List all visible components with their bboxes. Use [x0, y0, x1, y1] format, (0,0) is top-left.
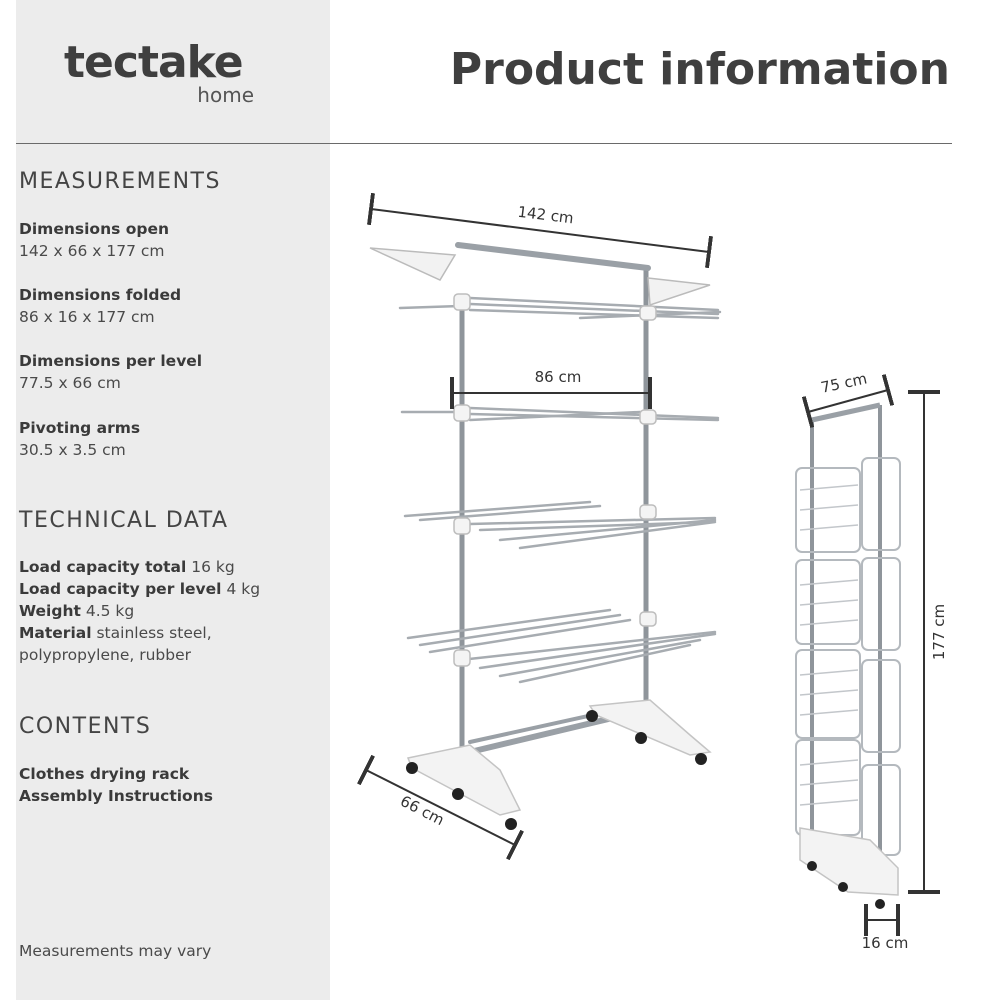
spec-label: Dimensions folded — [19, 286, 182, 304]
measurements-heading: MEASUREMENTS — [19, 169, 221, 194]
dim-label-width-folded: 75 cm — [819, 369, 868, 396]
spec-label: Dimensions open — [19, 220, 170, 238]
contents-list: Clothes drying rack Assembly Instruction… — [19, 763, 213, 807]
open-rack-drawing — [369, 242, 722, 830]
technical-heading: TECHNICAL DATA — [19, 508, 229, 533]
header-divider — [16, 143, 952, 144]
footnote: Measurements may vary — [19, 942, 212, 960]
spec-pivoting-arms: Pivoting arms 30.5 x 3.5 cm — [19, 417, 140, 461]
contents-item: Assembly Instructions — [19, 787, 213, 805]
spec-label: Material — [19, 624, 92, 642]
dimension-lines — [357, 192, 940, 936]
shelf-level-2 — [400, 406, 720, 422]
dim-label-width-open: 142 cm — [517, 203, 575, 228]
spec-value: 86 x 16 x 177 cm — [19, 308, 155, 326]
spec-value: 77.5 x 66 cm — [19, 374, 121, 392]
spec-value: 16 kg — [191, 558, 235, 576]
shelf-level-4 — [406, 608, 717, 684]
spec-material: Material stainless steel, — [19, 622, 260, 644]
dim-label-depth-folded: 16 cm — [862, 934, 909, 952]
spec-load-total: Load capacity total 16 kg — [19, 556, 260, 578]
spec-dimensions-open: Dimensions open 142 x 66 x 177 cm — [19, 218, 169, 262]
spec-material-continued: polypropylene, rubber — [19, 646, 192, 664]
spec-dimensions-folded: Dimensions folded 86 x 16 x 177 cm — [19, 284, 181, 328]
spec-value: 142 x 66 x 177 cm — [19, 242, 165, 260]
shelf-level-3 — [403, 500, 717, 550]
shelf-level-1 — [398, 296, 722, 320]
technical-list: Load capacity total 16 kg Load capacity … — [19, 556, 260, 666]
drying-rack-illustration: 142 cm 86 cm 66 cm 75 cm 177 cm 16 cm — [357, 192, 948, 952]
brand-subtitle: home — [197, 83, 254, 107]
spec-value: 4 kg — [226, 580, 261, 598]
page-title: Product information — [449, 44, 950, 95]
spec-label: Weight — [19, 602, 81, 620]
spec-load-per-level: Load capacity per level 4 kg — [19, 578, 260, 600]
spec-value: stainless steel, — [96, 624, 212, 642]
contents-item: Clothes drying rack — [19, 765, 190, 783]
folded-rack-drawing — [795, 402, 901, 909]
spec-dimensions-per-level: Dimensions per level 77.5 x 66 cm — [19, 350, 202, 394]
sidebar-panel — [16, 0, 330, 1000]
spec-label: Pivoting arms — [19, 419, 141, 437]
spec-weight: Weight 4.5 kg — [19, 600, 260, 622]
contents-heading: CONTENTS — [19, 714, 152, 739]
dim-label-height: 177 cm — [930, 604, 948, 660]
spec-label: Dimensions per level — [19, 352, 203, 370]
spec-label: Load capacity total — [19, 558, 187, 576]
brand-name: tectake — [64, 37, 244, 88]
spec-label: Load capacity per level — [19, 580, 222, 598]
spec-value: 4.5 kg — [85, 602, 135, 620]
dim-label-width-level: 86 cm — [535, 368, 582, 386]
spec-value: 30.5 x 3.5 cm — [19, 441, 126, 459]
brand-logo: tectake home — [64, 37, 254, 107]
